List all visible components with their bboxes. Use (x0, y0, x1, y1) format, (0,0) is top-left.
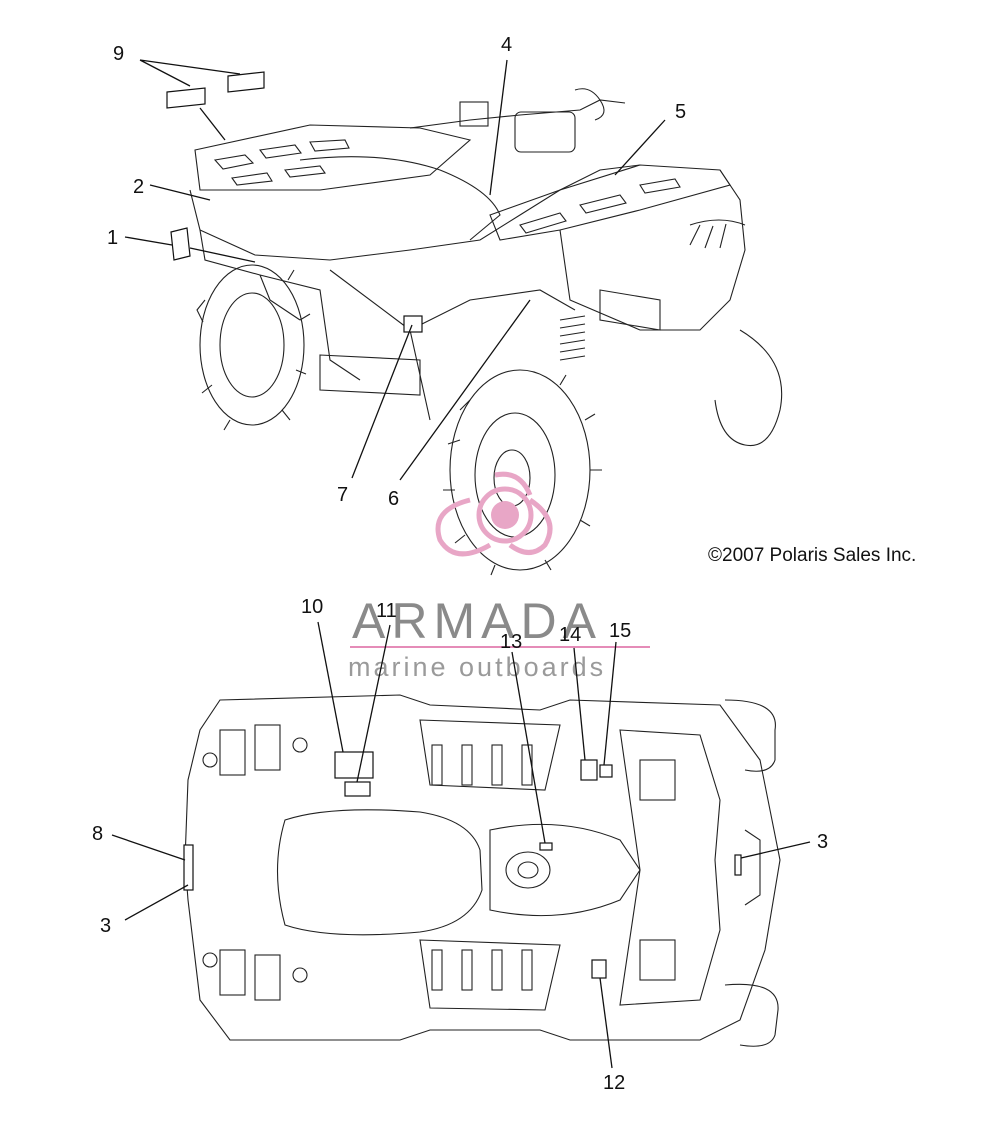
decal-9-b (227, 71, 265, 93)
top-view: 10 11 13 14 15 8 3 3 12 (92, 596, 828, 1094)
callout-11: 11 (376, 600, 397, 622)
callout-12: 12 (603, 1072, 625, 1094)
callout-15: 15 (609, 620, 631, 642)
decal-1 (170, 227, 191, 261)
decal-7-ref (403, 315, 423, 333)
callout-6: 6 (388, 488, 399, 510)
callout-10: 10 (301, 596, 323, 618)
front-rack (489, 164, 746, 331)
decal-10 (334, 751, 374, 779)
top-front-rack (619, 729, 761, 1006)
decal-3-front (734, 854, 742, 876)
decal-8 (183, 844, 194, 891)
front-wheel (443, 369, 602, 576)
leader-lines-bottom (111, 621, 811, 1069)
callout-14: 14 (559, 624, 581, 646)
rear-rack (194, 124, 472, 191)
watermark-tagline: marine outboards (348, 652, 606, 682)
armada-watermark: ARMADA marine outboards (348, 471, 650, 682)
callout-1: 1 (107, 227, 118, 249)
callout-4: 4 (501, 34, 512, 56)
decal-12 (591, 959, 607, 979)
decal-9-a (166, 87, 206, 109)
armada-logo-core (491, 501, 519, 529)
seat-outline (277, 809, 483, 936)
top-rear-tires (724, 699, 779, 1047)
vehicle-body (189, 156, 641, 421)
callout-13: 13 (500, 631, 522, 653)
far-front-wheel (714, 329, 783, 447)
copyright-notice: ©2007 Polaris Sales Inc. (708, 545, 916, 566)
armada-logo-icon (435, 471, 553, 557)
handlebar-assembly (409, 88, 626, 153)
decal-14 (580, 759, 598, 781)
callout-3-front: 3 (817, 831, 828, 853)
leader-lines-top (124, 59, 666, 481)
top-body-outline (184, 694, 781, 1041)
console (489, 823, 641, 917)
decal-15 (599, 764, 613, 778)
callout-8: 8 (92, 823, 103, 845)
callout-5: 5 (675, 101, 686, 123)
watermark-brand: ARMADA (352, 593, 602, 649)
front-shock (559, 315, 586, 361)
callout-9: 9 (113, 43, 124, 65)
callout-2: 2 (133, 176, 144, 198)
side-perspective-view: 9 2 1 4 5 7 6 (107, 34, 783, 576)
rear-wheel (196, 264, 311, 431)
callout-7: 7 (337, 484, 348, 506)
decal-11 (344, 781, 371, 797)
decal-13 (539, 842, 553, 851)
footwells (419, 719, 561, 1011)
callout-3-rear: 3 (100, 915, 111, 937)
top-rear-rack (202, 724, 308, 1001)
